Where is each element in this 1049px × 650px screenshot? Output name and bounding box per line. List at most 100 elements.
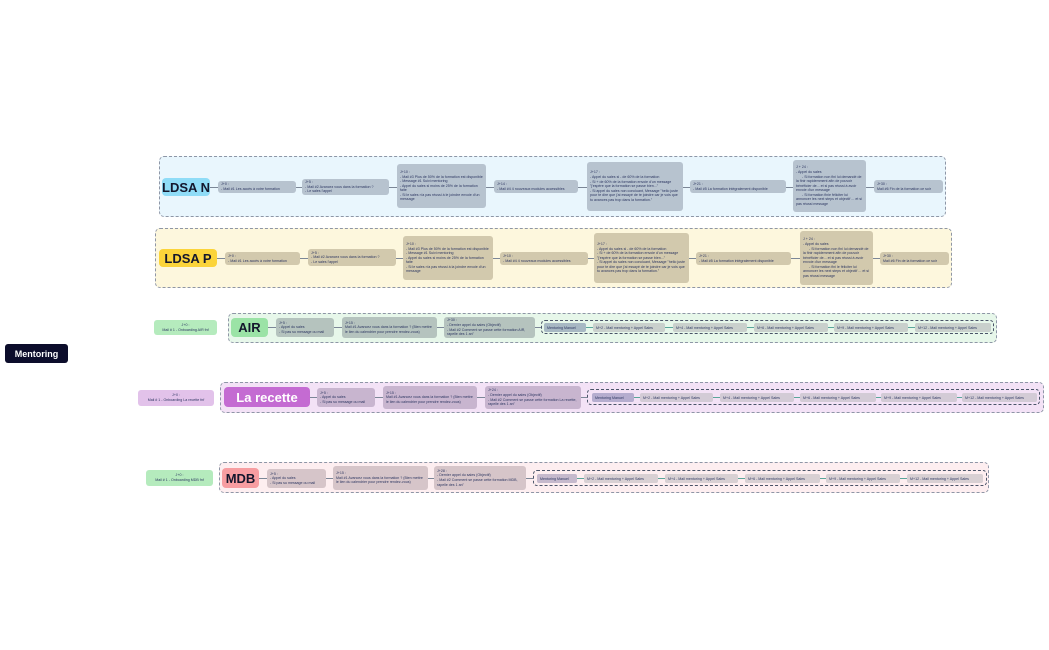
ldsa-n-step-j10[interactable]: J+10 :- Mail #3 Plus de 50% de la format…: [397, 164, 486, 208]
step-text: - Mail #5 La formation intégralement dis…: [693, 186, 768, 191]
air-step-j15[interactable]: J+15 :Mail #1 Avancez vous dans la forma…: [342, 317, 437, 338]
ldsa-n-step-j21[interactable]: J+21 :- Mail #5 La formation intégraleme…: [690, 180, 786, 193]
mdb-onboarding[interactable]: J+0 :Mail # 1 - Onboarding MDB fnf: [146, 470, 213, 486]
ldsa-n-step-j24[interactable]: J + 24 :- Appel du sales - Si formation …: [793, 160, 866, 212]
step-day: J+10 :: [400, 169, 410, 174]
step-day: J+5 :: [305, 180, 313, 185]
connector: [588, 258, 594, 259]
step-text: Mail #1 Avancez vous dans la formation ?…: [345, 325, 433, 334]
ldsa-n-step-j5[interactable]: J+5 :- Mail #2 Avancez vous dans la form…: [302, 179, 389, 195]
ldsa-n-step-j0[interactable]: J+0 :- Mail #1 Les accès à votre formati…: [218, 181, 296, 193]
air-onboarding[interactable]: J+0 :Mail # 1 - Onboarding AIR fnf: [154, 320, 217, 335]
ldsa-p-step-j10b[interactable]: J+10 :- Mail #4 4 nouveaux modules acces…: [500, 252, 588, 265]
recette-mentoring-m2[interactable]: M+2 - Mail mentoring + Appel Sales: [640, 393, 713, 402]
step-day: J+15 :: [345, 320, 355, 325]
step-day: J+0 :: [228, 253, 236, 258]
step-text: - Dernier appel du sales (Objectif) - Ma…: [488, 392, 577, 407]
air-mentoring-m4[interactable]: M+4 - Mail mentoring + Appel Sales: [673, 323, 747, 332]
step-text: Mail #6 Fin de la formation ce soir: [883, 258, 937, 263]
step-text: Mail # 1 - Onboarding La recette fnf: [147, 398, 205, 402]
root-node-mentoring[interactable]: Mentoring: [5, 344, 68, 363]
connector: [873, 258, 880, 259]
step-text: Mail #1 Avancez vous dans la formation ?…: [336, 475, 424, 485]
step-text: - Mail #3 Plus de 50% de la formation es…: [400, 174, 483, 202]
mdb-mentoring-manuel[interactable]: Mentoring Manuel: [537, 474, 577, 483]
connector: [794, 397, 800, 398]
air-step-j5[interactable]: J+5 :- Appel du sales - Si pas su messag…: [276, 318, 334, 337]
step-day: J+17 :: [597, 241, 607, 246]
ldsa-p-step-j5[interactable]: J+5 :- Mail #2 Avancez vous dans la form…: [308, 249, 396, 266]
recette-mentoring-m4[interactable]: M+4 - Mail mentoring + Appel Sales: [720, 393, 794, 402]
ldsa-p-step-j21[interactable]: J+21 :- Mail #5 La formation intégraleme…: [696, 252, 791, 265]
air-mentoring-m9[interactable]: M+9 - Mail mentoring + Appel Sales: [834, 323, 908, 332]
step-text: - Appel du sales - Si formation non fini…: [803, 241, 869, 279]
step-day: J+0 :: [175, 473, 184, 478]
ldsa-n-step-j14[interactable]: J+14 :- Mail #4 4 nouveaux modules acces…: [494, 180, 578, 193]
step-text: Mail # 1 - Onboarding MDB fnf: [155, 478, 204, 482]
step-text: - Mail #2 Avancez vous dans la formation…: [305, 184, 374, 194]
connector: [738, 478, 745, 479]
recette-mentoring-m12[interactable]: M+12 - Mail mentoring + Appel Sales: [962, 393, 1037, 402]
title-mdb[interactable]: MDB: [222, 468, 259, 488]
step-text: - Mail #1 Les accès à votre formation: [221, 187, 280, 191]
mdb-mentoring-m12[interactable]: M+12 - Mail mentoring + Appel Sales: [907, 474, 983, 483]
connector: [820, 478, 826, 479]
recette-step-j5[interactable]: J+5 :- Appel du sales - Si pas su messag…: [317, 388, 375, 407]
title-ldsa-n[interactable]: LDSA N: [162, 178, 210, 196]
ldsa-p-step-j17[interactable]: J+17 :- Appel du sales si - de 60% de la…: [594, 233, 689, 283]
connector: [259, 478, 267, 479]
connector: [477, 397, 485, 398]
mdb-step-j5[interactable]: J+5 :- Appel du sales - Si pas su messag…: [267, 469, 326, 488]
ldsa-p-step-j24[interactable]: J + 24 :- Appel du sales - Si formation …: [800, 231, 873, 285]
connector: [876, 397, 881, 398]
mdb-mentoring-m6[interactable]: M+6 - Mail mentoring + Appel Sales: [745, 474, 820, 483]
recette-step-j24[interactable]: J+24 :- Dernier appel du sales (Objectif…: [485, 386, 581, 409]
connector: [866, 187, 874, 188]
connector: [334, 327, 342, 328]
mdb-step-j28[interactable]: J+28 :- Dernier appel du sales (Objectif…: [434, 466, 526, 490]
connector: [581, 397, 587, 398]
ldsa-n-step-j17[interactable]: J+17 :- Appel du sales si - de 60% de la…: [587, 162, 683, 211]
step-text: Mail #6 Fin de la formation ce soir: [877, 186, 931, 191]
ldsa-n-step-j30[interactable]: J+30 :Mail #6 Fin de la formation ce soi…: [874, 180, 943, 193]
connector: [217, 258, 225, 259]
step-text: - Mail #5 La formation intégralement dis…: [699, 258, 774, 263]
connector: [268, 327, 276, 328]
step-day: J + 24 :: [796, 165, 808, 170]
mdb-mentoring-m2[interactable]: M+2 - Mail mentoring + Appel Sales: [584, 474, 658, 483]
step-day: J+0 :: [181, 322, 190, 327]
ldsa-p-step-j0[interactable]: J+0 :- Mail #1 Les accès à votre formati…: [225, 252, 300, 265]
mdb-step-j15[interactable]: J+15 :Mail #1 Avancez vous dans la forma…: [333, 466, 428, 490]
recette-mentoring-m9[interactable]: M+9 - Mail mentoring + Appel Sales: [881, 393, 957, 402]
recette-onboarding[interactable]: J+0 :Mail # 1 - Onboarding La recette fn…: [138, 390, 214, 406]
air-mentoring-manuel[interactable]: Mentoring Manuel: [544, 323, 586, 332]
recette-mentoring-m6[interactable]: M+6 - Mail mentoring + Appel Sales: [800, 393, 876, 402]
title-air[interactable]: AIR: [231, 318, 268, 337]
air-mentoring-m6[interactable]: M+6 - Mail mentoring + Appel Sales: [754, 323, 828, 332]
connector: [665, 327, 673, 328]
air-step-j30[interactable]: J+30 :- Dernier appel du sales (Objectif…: [444, 317, 535, 338]
mdb-mentoring-m4[interactable]: M+4 - Mail mentoring + Appel Sales: [665, 474, 738, 483]
connector: [658, 478, 665, 479]
recette-mentoring-group: [587, 389, 1040, 405]
ldsa-p-step-j30[interactable]: J+30 :Mail #6 Fin de la formation ce soi…: [880, 252, 949, 265]
connector: [296, 187, 302, 188]
connector: [828, 327, 834, 328]
step-day: J+30 :: [447, 318, 457, 323]
step-text: - Appel du sales si - de 60% de la forma…: [597, 246, 685, 274]
air-mentoring-m12[interactable]: M+12 - Mail mentoring + Appel Sales: [915, 323, 991, 332]
connector: [713, 397, 720, 398]
ldsa-p-step-j10a[interactable]: J+10 :- Mail #3 Plus de 50% de la format…: [403, 236, 493, 280]
recette-step-j15[interactable]: J+15 :Mail #1 Avancez vous dans la forma…: [383, 386, 477, 409]
mdb-mentoring-m9[interactable]: M+9 - Mail mentoring + Appel Sales: [826, 474, 900, 483]
step-text: - Appel du sales - Si formation non fini…: [796, 169, 862, 207]
air-mentoring-m2[interactable]: M+2 - Mail mentoring + Appel Sales: [593, 323, 665, 332]
title-ldsa-p[interactable]: LDSA P: [159, 249, 217, 267]
title-la-recette[interactable]: La recette: [224, 387, 310, 407]
connector: [634, 397, 640, 398]
connector: [535, 327, 541, 328]
step-day: J+5 :: [311, 250, 319, 255]
air-mentoring-group: [541, 320, 994, 334]
connector: [428, 478, 434, 479]
recette-mentoring-manuel[interactable]: Mentoring Manuel: [592, 393, 634, 402]
